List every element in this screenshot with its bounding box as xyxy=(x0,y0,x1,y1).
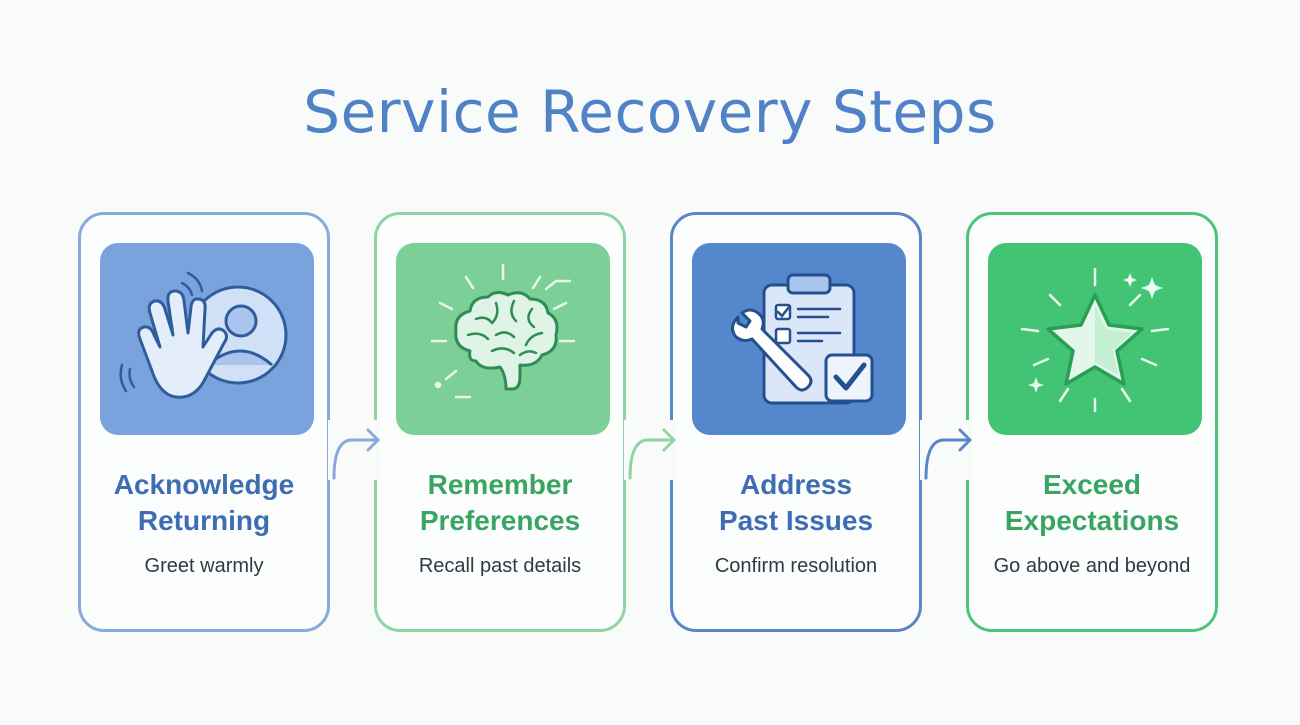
step-title: Address Past Issues xyxy=(718,469,874,536)
star-sparkle-icon xyxy=(988,243,1202,435)
step-title: Exceed Expectations xyxy=(1004,469,1180,536)
step-description: Confirm resolution xyxy=(714,555,878,577)
diagram-title: Service Recovery Steps xyxy=(303,78,997,146)
clipboard-wrench-check-icon xyxy=(692,243,906,435)
brain-icon xyxy=(396,243,610,435)
step-card-exceed-expectations: Exceed Expectations Go above and beyond xyxy=(966,212,1218,632)
step-title: Acknowledge Returning xyxy=(113,469,295,536)
arrow-right-icon xyxy=(624,420,676,480)
step-description: Go above and beyond xyxy=(993,555,1191,577)
step-title: Remember Preferences xyxy=(419,469,581,536)
step-card-acknowledge-returning: Acknowledge Returning Greet warmly xyxy=(78,212,330,632)
waving-hand-user-icon xyxy=(100,243,314,435)
arrow-right-icon xyxy=(920,420,972,480)
step-description: Recall past details xyxy=(418,555,582,577)
step-card-address-past-issues: Address Past Issues Confirm resolution xyxy=(670,212,922,632)
arrow-right-icon xyxy=(328,420,380,480)
step-description: Greet warmly xyxy=(144,555,264,577)
step-card-remember-preferences: Remember Preferences Recall past details xyxy=(374,212,626,632)
